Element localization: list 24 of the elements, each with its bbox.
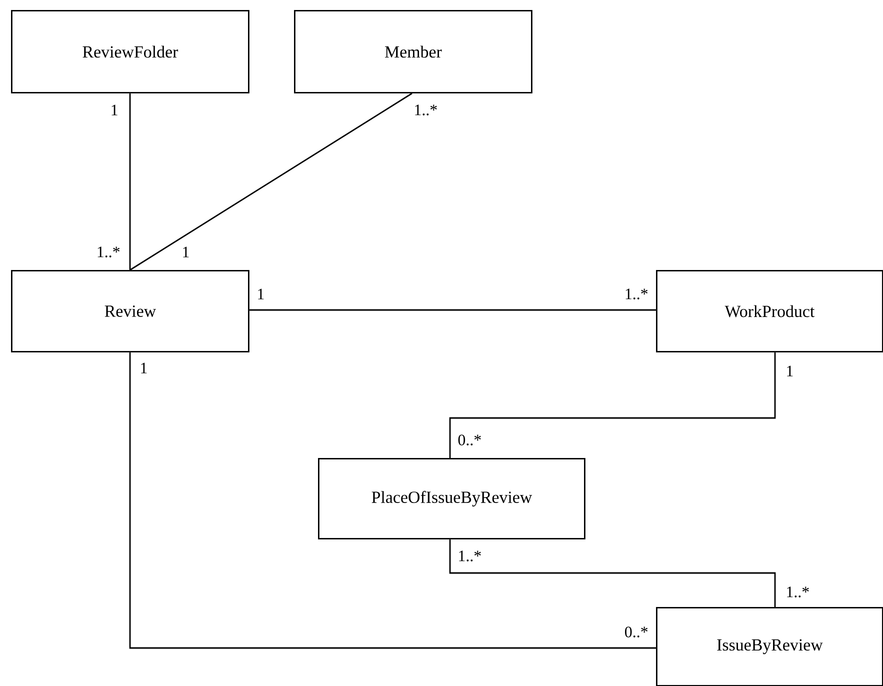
multiplicity-label: 1 (141, 362, 147, 374)
multiplicity-label: 1 (258, 288, 264, 300)
multiplicity-label: 0..* (458, 434, 481, 446)
multiplicity-label: 1 (183, 246, 189, 258)
association-line (249, 309, 656, 311)
class-box: Review (11, 270, 250, 352)
association-line (130, 92, 412, 271)
multiplicity-label: 1..* (415, 104, 437, 116)
multiplicity-label: 1 (787, 366, 793, 376)
class-box: IssueByReview (656, 607, 883, 686)
multiplicity-label: 1..* (98, 246, 120, 258)
class-box: Member (294, 10, 532, 94)
multiplicity-label: 1..* (787, 586, 809, 598)
class-box: PlaceOfIssueByReview (318, 458, 586, 540)
association-line (449, 352, 776, 458)
association-line (449, 539, 776, 607)
multiplicity-label: 0..* (625, 626, 648, 638)
association-line (129, 93, 131, 270)
multiplicity-label: 1..* (459, 550, 481, 562)
class-box: ReviewFolder (11, 10, 250, 94)
association-line (129, 352, 656, 649)
multiplicity-label: 1..* (626, 288, 648, 300)
multiplicity-label: 1 (112, 104, 118, 116)
class-box: WorkProduct (656, 270, 883, 352)
